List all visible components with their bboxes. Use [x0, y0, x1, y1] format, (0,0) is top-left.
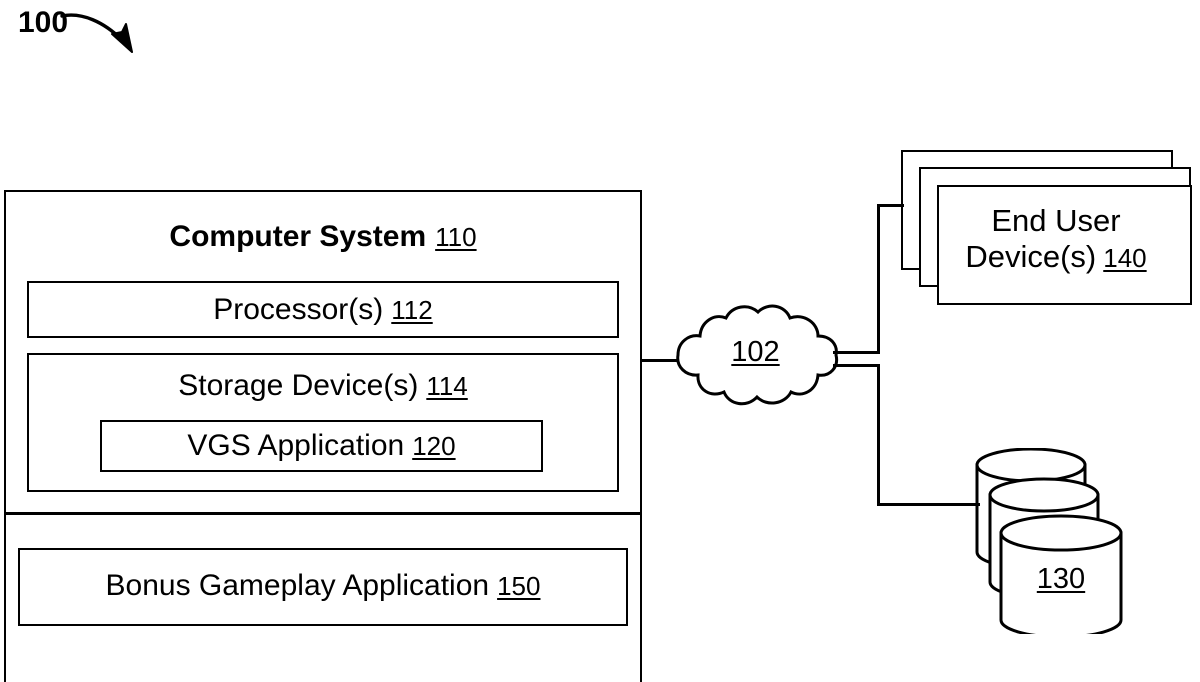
- processor-ref: 112: [391, 295, 433, 325]
- connector-network-lower: [833, 364, 880, 367]
- end-user-device-label: End User Device(s)140: [920, 203, 1192, 276]
- storage-device-label-text: Storage Device(s): [178, 369, 419, 402]
- bonus-gameplay-application-ref: 150: [497, 571, 541, 601]
- database-cylinder-icon: [975, 448, 1123, 634]
- connector-trunk-upper: [877, 204, 880, 354]
- network-cloud-label: 102: [668, 338, 843, 367]
- processor-box: [27, 281, 619, 338]
- computer-system-ref: 110: [435, 222, 477, 252]
- connector-system-to-network: [640, 359, 678, 362]
- bonus-gameplay-application-label-text: Bonus Gameplay Application: [105, 569, 490, 602]
- computer-system-title-text: Computer System: [169, 220, 427, 253]
- end-user-device-ref: 140: [1103, 243, 1147, 274]
- bonus-gameplay-application-label: Bonus Gameplay Application 150: [18, 571, 628, 601]
- curved-arrow-icon: [60, 13, 133, 53]
- storage-device-label: Storage Device(s) 114: [27, 371, 619, 401]
- network-ref: 102: [731, 336, 780, 368]
- processor-label-text: Processor(s): [213, 293, 384, 326]
- storage-device-ref: 114: [426, 371, 468, 401]
- connector-trunk-lower: [877, 364, 880, 506]
- end-user-device-label-line2: Device(s): [965, 239, 1097, 275]
- bonus-gameplay-application-box: [18, 548, 628, 626]
- database-label: 130: [1000, 565, 1122, 594]
- connector-network-upper: [833, 351, 880, 354]
- cloud-icon: [676, 304, 839, 406]
- end-user-device-front-card: [937, 185, 1192, 305]
- connector-to-end-user-devices: [877, 204, 904, 207]
- database-ref: 130: [1036, 563, 1086, 595]
- computer-system-divider: [4, 512, 642, 515]
- figure-number: 100: [18, 6, 69, 39]
- vgs-application-ref: 120: [412, 431, 456, 461]
- processor-label: Processor(s) 112: [27, 295, 619, 325]
- end-user-device-label-line1: End User: [991, 203, 1121, 238]
- computer-system-title: Computer System 110: [4, 222, 642, 252]
- vgs-application-label: VGS Application 120: [100, 431, 543, 461]
- connector-to-databases: [877, 503, 980, 506]
- vgs-application-box: [100, 420, 543, 472]
- vgs-application-label-text: VGS Application: [187, 429, 405, 462]
